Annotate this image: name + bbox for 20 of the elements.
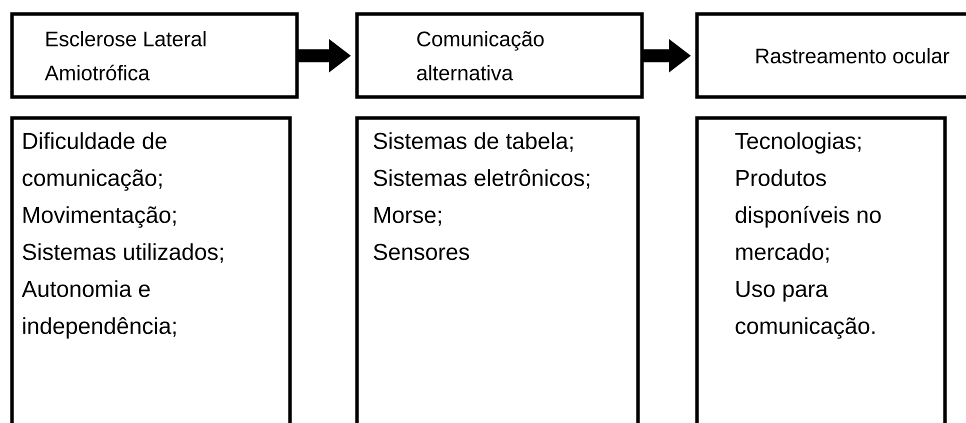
list-item: Sistemas de tabela; [374,132,573,152]
content-box [10,116,292,423]
list-item: Movimentação; [24,206,176,228]
list-item: Tecnologias; [735,132,860,154]
list-item: Uso para comunicação. [736,281,874,339]
box-title: Comunicação alternativa [417,31,544,80]
list-item: Sensores [374,244,470,260]
heading-box [10,12,299,99]
list-item: Morse; [374,207,441,226]
content-box [355,116,640,423]
content-box [695,116,947,423]
heading-box [695,12,966,99]
list-item: Sistemas utilizados; [22,243,223,263]
box-title: Rastreamento ocular [756,48,950,64]
list-item: Dificuldade de comunicação; [22,132,166,191]
box-title: Esclerose Lateral Amiotrófica [44,31,206,80]
heading-box [355,12,644,99]
list-item: Autonomia e independência; [22,280,176,339]
list-item: Produtos disponíveis no mercado; [736,169,881,263]
list-item: Sistemas eletrônicos; [374,169,590,189]
